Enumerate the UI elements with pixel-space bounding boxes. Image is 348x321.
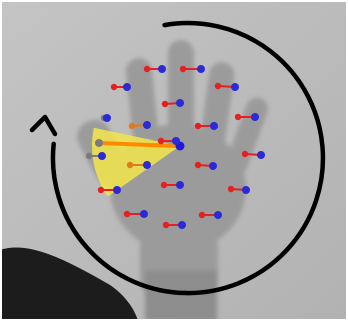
- marker-dumbbell: [160, 181, 184, 189]
- marker-layer: [85, 65, 265, 229]
- marker-head-dot: [158, 65, 166, 73]
- marker-dumbbell: [241, 150, 265, 159]
- marker-tail-dot: [126, 161, 134, 169]
- marker-head-dot: [242, 186, 250, 194]
- marker-tail-dot: [241, 150, 249, 158]
- marker-dumbbell: [126, 161, 151, 169]
- marker-head-dot: [143, 161, 151, 169]
- marker-head-dot: [178, 221, 186, 229]
- marker-dumbbell: [110, 83, 131, 91]
- marker-tail-dot: [128, 122, 136, 130]
- marker-head-dot: [123, 83, 131, 91]
- marker-tail-dot: [143, 65, 151, 73]
- marker-head-dot: [210, 122, 218, 130]
- marker-head-dot: [140, 210, 148, 218]
- marker-head-dot: [172, 137, 180, 145]
- marker-tail-dot: [198, 211, 206, 219]
- marker-head-dot: [214, 211, 222, 219]
- marker-tail-dot: [162, 221, 170, 229]
- marker-tail-dot: [179, 65, 187, 73]
- marker-head-dot: [98, 152, 106, 160]
- marker-head-dot: [143, 121, 151, 129]
- marker-dumbbell: [143, 65, 166, 73]
- marker-dumbbell: [179, 65, 205, 73]
- marker-tail-dot: [194, 161, 202, 169]
- marker-head-dot: [176, 99, 184, 107]
- marker-head-dot: [197, 65, 205, 73]
- highlight-arrow-tail-dot: [95, 139, 103, 147]
- marker-dumbbell: [128, 121, 151, 130]
- marker-tail-dot: [227, 185, 235, 193]
- marker-dumbbell: [194, 161, 217, 170]
- marker-dumbbell: [162, 221, 186, 229]
- marker-tail-dot: [110, 83, 118, 91]
- marker-dumbbell: [214, 82, 239, 91]
- marker-head-dot: [103, 114, 111, 122]
- marker-dumbbell: [85, 152, 106, 160]
- marker-head-dot: [113, 186, 121, 194]
- marker-head-dot: [257, 151, 265, 159]
- marker-head-dot: [209, 162, 217, 170]
- marker-tail-dot: [85, 152, 93, 160]
- marker-tail-dot: [157, 137, 165, 145]
- marker-dumbbell: [123, 210, 148, 218]
- marker-dumbbell: [161, 99, 184, 108]
- marker-tail-dot: [214, 82, 222, 90]
- sleeve: [0, 247, 138, 321]
- marker-tail-dot: [234, 113, 242, 121]
- marker-dumbbell: [234, 113, 259, 121]
- rotation-arrow-head: [29, 114, 58, 137]
- forearm: [145, 270, 217, 321]
- marker-tail-dot: [97, 186, 105, 194]
- marker-tail-dot: [123, 210, 131, 218]
- marker-dumbbell: [100, 114, 111, 122]
- marker-head-dot: [251, 113, 259, 121]
- marker-dumbbell: [227, 185, 250, 194]
- marker-head-dot: [176, 181, 184, 189]
- marker-head-dot: [231, 83, 239, 91]
- marker-dumbbell: [97, 186, 121, 194]
- rotation-arrow-arc: [50, 20, 326, 296]
- highlight-arrow: [98, 141, 178, 148]
- marker-tail-dot: [194, 122, 202, 130]
- marker-dumbbell: [157, 137, 180, 145]
- marker-dumbbell: [194, 122, 218, 130]
- marker-tail-dot: [161, 100, 169, 108]
- marker-dumbbell: [198, 211, 222, 219]
- marker-tail-dot: [160, 181, 168, 189]
